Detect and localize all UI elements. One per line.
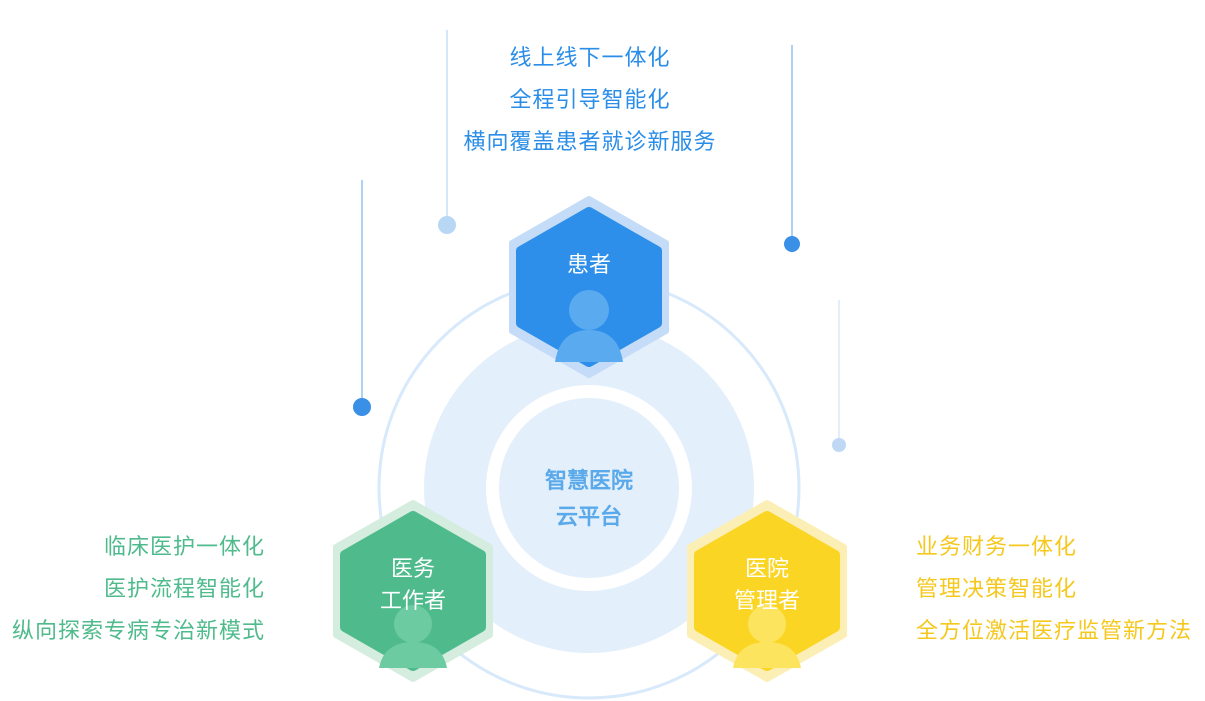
hospital-admin-feature-3: 全方位激活医疗监管新方法 [916,619,1193,644]
hex-hospital-admin [687,500,847,682]
patient-avatar-icon [555,290,623,362]
patient-feature-3: 横向覆盖患者就诊新服务 [463,130,717,155]
patient-feature-1: 线上线下一体化 [509,46,671,71]
center-line-2: 云平台 [555,505,622,530]
patient-label: 患者 [566,253,611,278]
deco-dot-1 [438,216,456,234]
deco-dot-4 [832,438,846,452]
medical-worker-label-line-1: 医务 [390,557,435,582]
hospital-admin-feature-1: 业务财务一体化 [916,535,1078,560]
hospital-admin-label: 医院 管理者 [692,554,842,618]
hospital-admin-label-line-1: 医院 [744,557,789,582]
deco-dot-2 [784,236,800,252]
deco-dot-3 [353,398,371,416]
medical-worker-feature-1: 临床医护一体化 [103,535,265,560]
hex-medical-worker [333,500,493,682]
inner-disc [499,398,679,578]
center-line-1: 智慧医院 [544,469,633,494]
medical-worker-label: 医务 工作者 [338,554,488,618]
decorative-lines [353,30,846,452]
center-platform-label: 智慧医院 云平台 [489,464,689,536]
medical-worker-feature-3: 纵向探索专病专治新模式 [11,619,265,644]
hex-patient [509,196,669,378]
medic-avatar-icon [379,605,447,668]
admin-avatar-icon [733,605,801,668]
hospital-admin-label-line-2: 管理者 [733,589,800,614]
center-circles [377,276,801,700]
hospital-admin-feature-2: 管理决策智能化 [916,577,1078,602]
medical-worker-label-line-2: 工作者 [379,589,446,614]
patient-feature-2: 全程引导智能化 [509,88,671,113]
medical-worker-feature-2: 医护流程智能化 [103,577,265,602]
